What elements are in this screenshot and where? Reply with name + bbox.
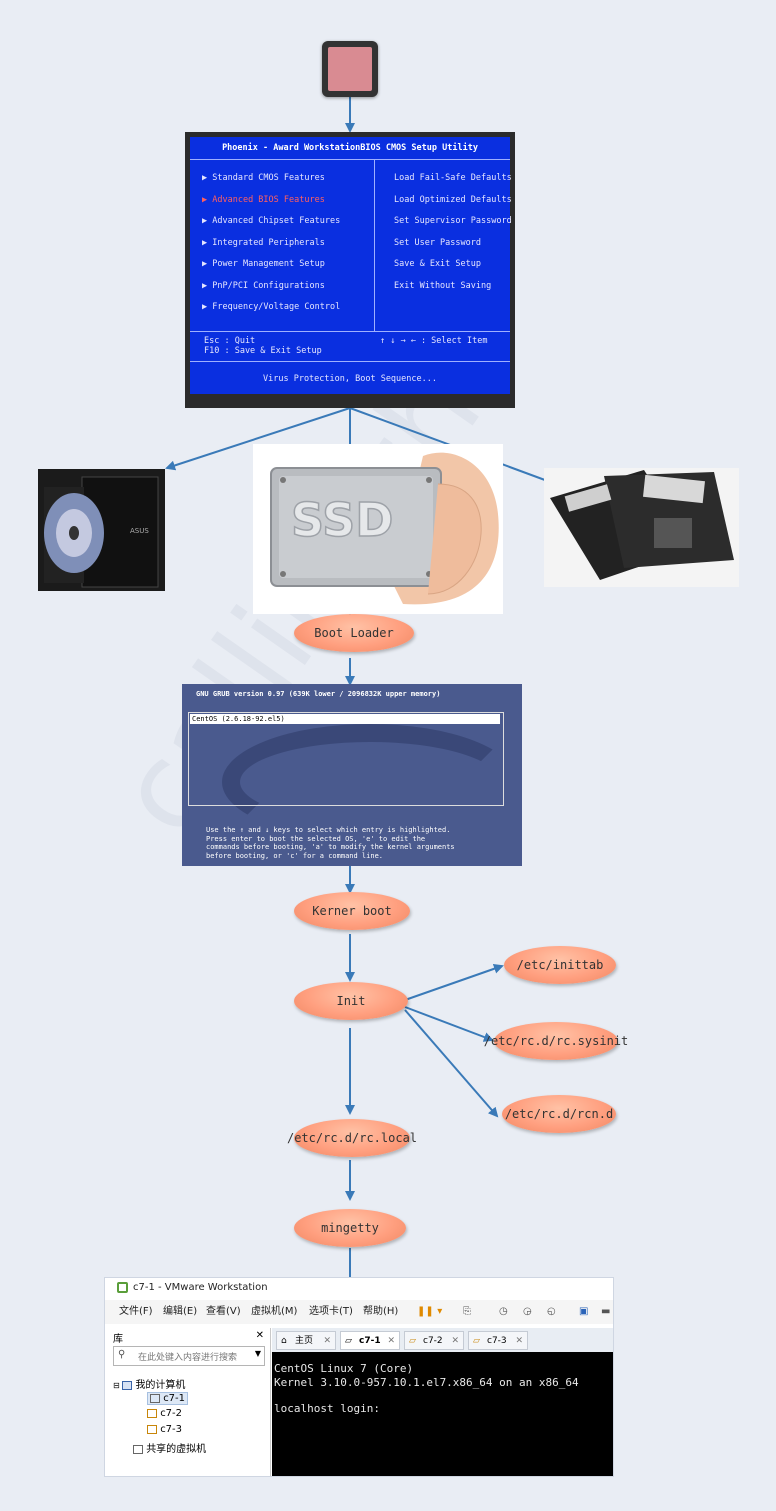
bios-left-item: ▶ Integrated Peripherals xyxy=(202,237,325,248)
bios-left-menu: ▶ Standard CMOS Features ▶ Advanced BIOS… xyxy=(202,173,340,324)
node-rc-local: /etc/rc.d/rc.local xyxy=(287,1119,417,1157)
console-line: Kernel 3.10.0-957.10.1.el7.x86_64 on an … xyxy=(274,1376,579,1389)
bios-footer-left: F10 : Save & Exit Setup xyxy=(204,346,322,356)
arrow-init-to-sysinit xyxy=(404,1006,494,1042)
grub-help-line: commands before booting, 'a' to modify t… xyxy=(206,843,455,851)
bios-left-item: ▶ Power Management Setup xyxy=(202,259,325,269)
tree-item-c7-2[interactable]: c7-2 xyxy=(147,1408,182,1419)
tab-home[interactable]: ⌂ 主页 ✕ xyxy=(276,1331,336,1350)
power-button-icon xyxy=(322,41,378,97)
bios-right-item: Load Fail-Safe Defaults xyxy=(394,173,512,183)
vmware-app-icon xyxy=(117,1282,128,1293)
tab-close-icon[interactable]: ✕ xyxy=(451,1336,459,1346)
snapshot-icon[interactable]: ◷ xyxy=(499,1306,508,1317)
node-rc-sysinit: /etc/rc.d/rc.sysinit xyxy=(484,1022,628,1060)
grub-screen: GNU GRUB version 0.97 (639K lower / 2096… xyxy=(182,684,522,866)
menu-file[interactable]: 文件(F) xyxy=(119,1306,153,1317)
view-library-icon[interactable]: ▣ xyxy=(579,1306,589,1317)
shared-vm-icon xyxy=(133,1444,143,1454)
grub-entry: CentOS (2.6.18-92.el5) xyxy=(190,714,500,724)
node-boot-loader: Boot Loader xyxy=(294,614,414,652)
console-login: localhost login: xyxy=(274,1402,380,1415)
tree-root-label: 我的计算机 xyxy=(135,1380,186,1391)
vmware-window: c7-1 - VMware Workstation 文件(F) 编辑(E) 查看… xyxy=(104,1277,614,1477)
node-init: Init xyxy=(294,982,408,1020)
node-kernel-boot: Kerner boot xyxy=(294,892,410,930)
bios-left-item: ▶ Standard CMOS Features xyxy=(202,173,325,183)
floppy-disk-image xyxy=(544,468,739,587)
tree-item-c7-1[interactable]: c7-1 xyxy=(147,1392,189,1405)
view-fullscreen-icon[interactable]: ▬ xyxy=(601,1306,611,1317)
vm-icon xyxy=(150,1393,160,1403)
snapshot-manager-icon[interactable]: ◵ xyxy=(547,1306,556,1317)
menu-vm[interactable]: 虚拟机(M) xyxy=(251,1306,298,1317)
vm-tab-icon: ▱ xyxy=(345,1336,352,1346)
tree-item-c7-3[interactable]: c7-3 xyxy=(147,1424,182,1435)
menu-edit[interactable]: 编辑(E) xyxy=(163,1306,198,1317)
menu-tabs[interactable]: 选项卡(T) xyxy=(309,1306,353,1317)
search-dropdown-icon[interactable]: ▼ xyxy=(254,1349,261,1358)
grub-help-line: before booting, or 'c' for a command lin… xyxy=(206,851,384,860)
bios-left-item: ▶ PnP/PCI Configurations xyxy=(202,280,325,291)
search-input[interactable]: 在此处键入内容进行搜索 xyxy=(138,1353,238,1363)
bios-footer-left: Esc : Quit xyxy=(204,336,256,346)
search-icon: ⚲ xyxy=(118,1349,126,1360)
vm-icon xyxy=(147,1424,157,1434)
vm-tab-icon: ▱ xyxy=(473,1336,480,1346)
arrow-bios-to-dvd xyxy=(165,407,351,471)
pause-icon[interactable]: ❚❚ ▾ xyxy=(417,1306,443,1317)
tree-root[interactable]: ⊟ 我的计算机 xyxy=(113,1380,186,1391)
grub-header: GNU GRUB version 0.97 (639K lower / 2096… xyxy=(196,690,441,698)
tab-c7-2[interactable]: ▱ c7-2 ✕ xyxy=(404,1331,464,1350)
menu-help[interactable]: 帮助(H) xyxy=(363,1306,399,1317)
ssd-image: SSD xyxy=(253,444,503,614)
tab-c7-1[interactable]: ▱ c7-1 ✕ xyxy=(340,1331,400,1350)
svg-text:ASUS: ASUS xyxy=(130,527,149,535)
vmware-menubar: 文件(F) 编辑(E) 查看(V) 虚拟机(M) 选项卡(T) 帮助(H) ❚❚… xyxy=(105,1300,613,1324)
vmware-title: c7-1 - VMware Workstation xyxy=(133,1282,268,1293)
node-rcn-d: /etc/rc.d/rcn.d xyxy=(502,1095,616,1133)
tab-close-icon[interactable]: ✕ xyxy=(323,1336,331,1346)
arrow-init-to-rcn xyxy=(404,1009,499,1118)
vmware-tabbar: ⌂ 主页 ✕ ▱ c7-1 ✕ ▱ c7-2 ✕ ▱ c7-3 ✕ xyxy=(272,1328,613,1352)
grub-help-line: Use the ↑ and ↓ keys to select which ent… xyxy=(206,826,451,834)
bios-left-item: ▶ Advanced Chipset Features xyxy=(202,216,341,226)
vm-icon xyxy=(147,1408,157,1418)
library-label: 库 xyxy=(113,1334,123,1345)
dvd-drive-image: ASUS xyxy=(38,469,165,591)
tab-c7-3[interactable]: ▱ c7-3 ✕ xyxy=(468,1331,528,1350)
node-inittab: /etc/inittab xyxy=(504,946,616,984)
home-icon: ⌂ xyxy=(281,1336,287,1346)
bios-right-menu: Load Fail-Safe Defaults Load Optimized D… xyxy=(394,173,512,302)
bios-status: Virus Protection, Boot Sequence... xyxy=(263,374,437,384)
vmware-titlebar: c7-1 - VMware Workstation xyxy=(105,1278,613,1298)
arrow-init-to-inittab xyxy=(404,963,504,1001)
menu-view[interactable]: 查看(V) xyxy=(206,1306,241,1317)
console-line: CentOS Linux 7 (Core) xyxy=(274,1362,414,1375)
vm-tab-icon: ▱ xyxy=(409,1336,416,1346)
bios-right-item: Exit Without Saving xyxy=(394,280,492,291)
library-close-icon[interactable]: ✕ xyxy=(255,1330,264,1341)
vm-console[interactable]: CentOS Linux 7 (Core) Kernel 3.10.0-957.… xyxy=(272,1352,613,1476)
bios-right-item: Set User Password xyxy=(394,237,481,248)
bios-screen: Phoenix - Award WorkstationBIOS CMOS Set… xyxy=(185,132,515,408)
node-mingetty: mingetty xyxy=(294,1209,406,1247)
tab-close-icon[interactable]: ✕ xyxy=(387,1336,395,1346)
vmware-library: 库 ✕ ⚲ 在此处键入内容进行搜索 ▼ ⊟ 我的计算机 c7-1 c7-2 xyxy=(105,1328,271,1476)
tab-close-icon[interactable]: ✕ xyxy=(515,1336,523,1346)
bios-title: Phoenix - Award WorkstationBIOS CMOS Set… xyxy=(190,137,510,160)
bios-right-item: Save & Exit Setup xyxy=(394,259,481,269)
bios-right-item: Load Optimized Defaults xyxy=(394,194,512,205)
revert-snapshot-icon[interactable]: ◶ xyxy=(523,1306,532,1317)
library-search[interactable]: ⚲ 在此处键入内容进行搜索 ▼ xyxy=(113,1346,265,1366)
bios-right-item: Set Supervisor Password xyxy=(394,216,512,226)
computer-icon xyxy=(122,1380,133,1390)
bios-left-item: ▶ Advanced BIOS Features xyxy=(202,194,325,205)
ssd-label: SSD xyxy=(291,493,393,547)
grub-help-line: Press enter to boot the selected OS, 'e'… xyxy=(206,834,426,843)
tree-item-shared[interactable]: 共享的虚拟机 xyxy=(133,1440,206,1455)
bios-left-item: ▶ Frequency/Voltage Control xyxy=(202,302,341,312)
send-keys-icon[interactable]: ⎘ xyxy=(463,1306,471,1317)
bios-footer-right: ↑ ↓ → ← : Select Item xyxy=(380,336,488,346)
